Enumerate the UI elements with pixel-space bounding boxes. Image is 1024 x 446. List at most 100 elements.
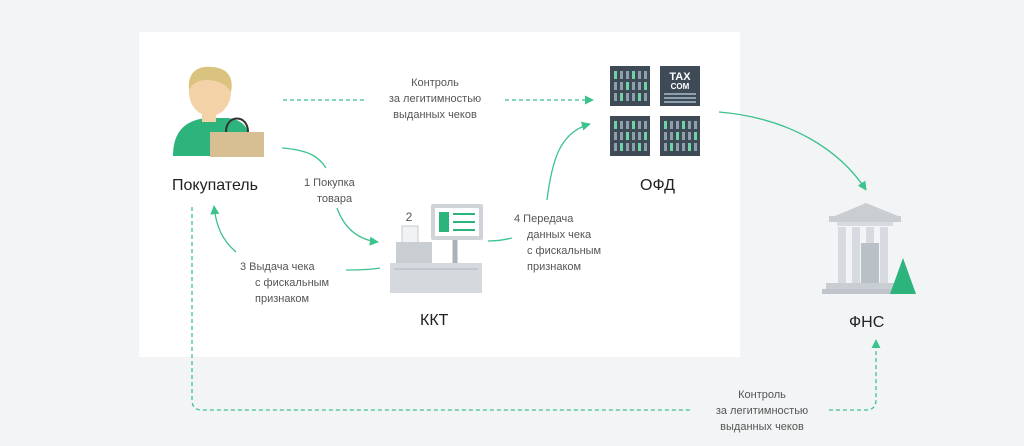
kkt-icon	[390, 204, 483, 293]
server-slot	[638, 71, 641, 79]
server-slot	[694, 132, 697, 140]
server-slot	[614, 82, 617, 90]
fns-building-icon	[822, 203, 916, 294]
server-slot	[632, 82, 635, 90]
taxcom-logo-top: TAX	[669, 71, 691, 83]
server-slot	[614, 143, 617, 151]
server-slot	[676, 121, 679, 129]
note-line: за легитимностью	[389, 93, 481, 105]
server-slot	[620, 143, 623, 151]
server-panel	[660, 66, 700, 106]
server-slot	[632, 93, 635, 101]
server-slot	[644, 132, 647, 140]
arrow-ofd-fns	[718, 111, 867, 191]
server-slot	[682, 121, 685, 129]
note-line: за легитимностью	[716, 405, 808, 417]
server-slot	[614, 93, 617, 101]
server-slot	[644, 143, 647, 151]
kkt-label: ККТ	[420, 312, 449, 329]
note-line: Контроль	[411, 77, 459, 89]
server-slot	[638, 132, 641, 140]
ofd-servers-icon	[610, 66, 700, 156]
buyer-icon	[173, 66, 264, 157]
arrow-transfer-up	[546, 121, 591, 201]
taxcom-logo-bottom: COM	[671, 82, 690, 91]
server-slot	[620, 82, 623, 90]
arrows	[191, 95, 881, 411]
note-transfer: 4 Передача данных чека с фискальным приз…	[514, 213, 601, 273]
server-slot	[620, 132, 623, 140]
arrow-receipt-left	[210, 205, 237, 253]
server-stripe	[664, 101, 696, 103]
arrow-purchase-bottom	[336, 207, 379, 246]
server-stripe	[664, 93, 696, 95]
server-slot	[688, 121, 691, 129]
server-slot	[620, 71, 623, 79]
note-line: 1 Покупка	[304, 177, 356, 189]
server-slot	[626, 121, 629, 129]
server-slot	[670, 132, 673, 140]
server-slot	[670, 121, 673, 129]
note-line: признаком	[527, 261, 581, 273]
note-line: 4 Передача	[514, 213, 574, 225]
server-slot	[614, 71, 617, 79]
server-slot	[632, 132, 635, 140]
note-line: Контроль	[738, 389, 786, 401]
buyer-label: Покупатель	[172, 177, 258, 194]
server-slot	[632, 71, 635, 79]
server-slot	[644, 82, 647, 90]
server-slot	[638, 143, 641, 151]
server-slot	[664, 121, 667, 129]
taxcom-logo: TAX COM	[669, 71, 691, 91]
server-slot	[614, 132, 617, 140]
server-slot	[676, 132, 679, 140]
server-slot	[644, 71, 647, 79]
note-control-bottom: Контроль за легитимностью выданных чеков	[716, 389, 808, 433]
note-line: признаком	[255, 293, 309, 305]
server-slot	[682, 132, 685, 140]
server-slot	[694, 143, 697, 151]
server-slot	[626, 132, 629, 140]
server-slot	[626, 143, 629, 151]
arrow-receipt-right	[345, 267, 381, 271]
server-slot	[638, 93, 641, 101]
server-slot	[682, 143, 685, 151]
server-slot	[688, 143, 691, 151]
server-slot	[626, 93, 629, 101]
server-stripe	[664, 97, 696, 99]
server-slot	[688, 132, 691, 140]
server-slot	[614, 121, 617, 129]
server-slot	[644, 121, 647, 129]
arrow-transfer-left	[487, 237, 513, 242]
server-slot	[632, 143, 635, 151]
server-slot	[626, 71, 629, 79]
note-purchase: 1 Покупка товара	[304, 177, 356, 205]
note-receipt: 3 Выдача чека с фискальным признаком	[240, 261, 329, 305]
server-slot	[632, 121, 635, 129]
server-slot	[620, 93, 623, 101]
server-slot	[638, 82, 641, 90]
arrow-control-bottom-right	[829, 339, 881, 411]
kkt-step-number: 2	[406, 210, 413, 224]
server-slot	[664, 143, 667, 151]
fns-label: ФНС	[849, 314, 884, 331]
note-line: данных чека	[527, 229, 592, 241]
server-slot	[670, 143, 673, 151]
note-line: с фискальным	[527, 245, 601, 257]
arrow-purchase-top	[281, 147, 327, 169]
server-slot	[638, 121, 641, 129]
note-line: выданных чеков	[720, 421, 804, 433]
server-slot	[620, 121, 623, 129]
server-slot	[626, 82, 629, 90]
server-slot	[644, 93, 647, 101]
server-slot	[694, 121, 697, 129]
ofd-label: ОФД	[640, 177, 675, 194]
note-line: с фискальным	[255, 277, 329, 289]
note-line: 3 Выдача чека	[240, 261, 316, 273]
note-line: выданных чеков	[393, 109, 477, 121]
server-slot	[676, 143, 679, 151]
server-slot	[664, 132, 667, 140]
note-control-top: Контроль за легитимностью выданных чеков	[389, 77, 481, 121]
note-line: товара	[317, 193, 353, 205]
